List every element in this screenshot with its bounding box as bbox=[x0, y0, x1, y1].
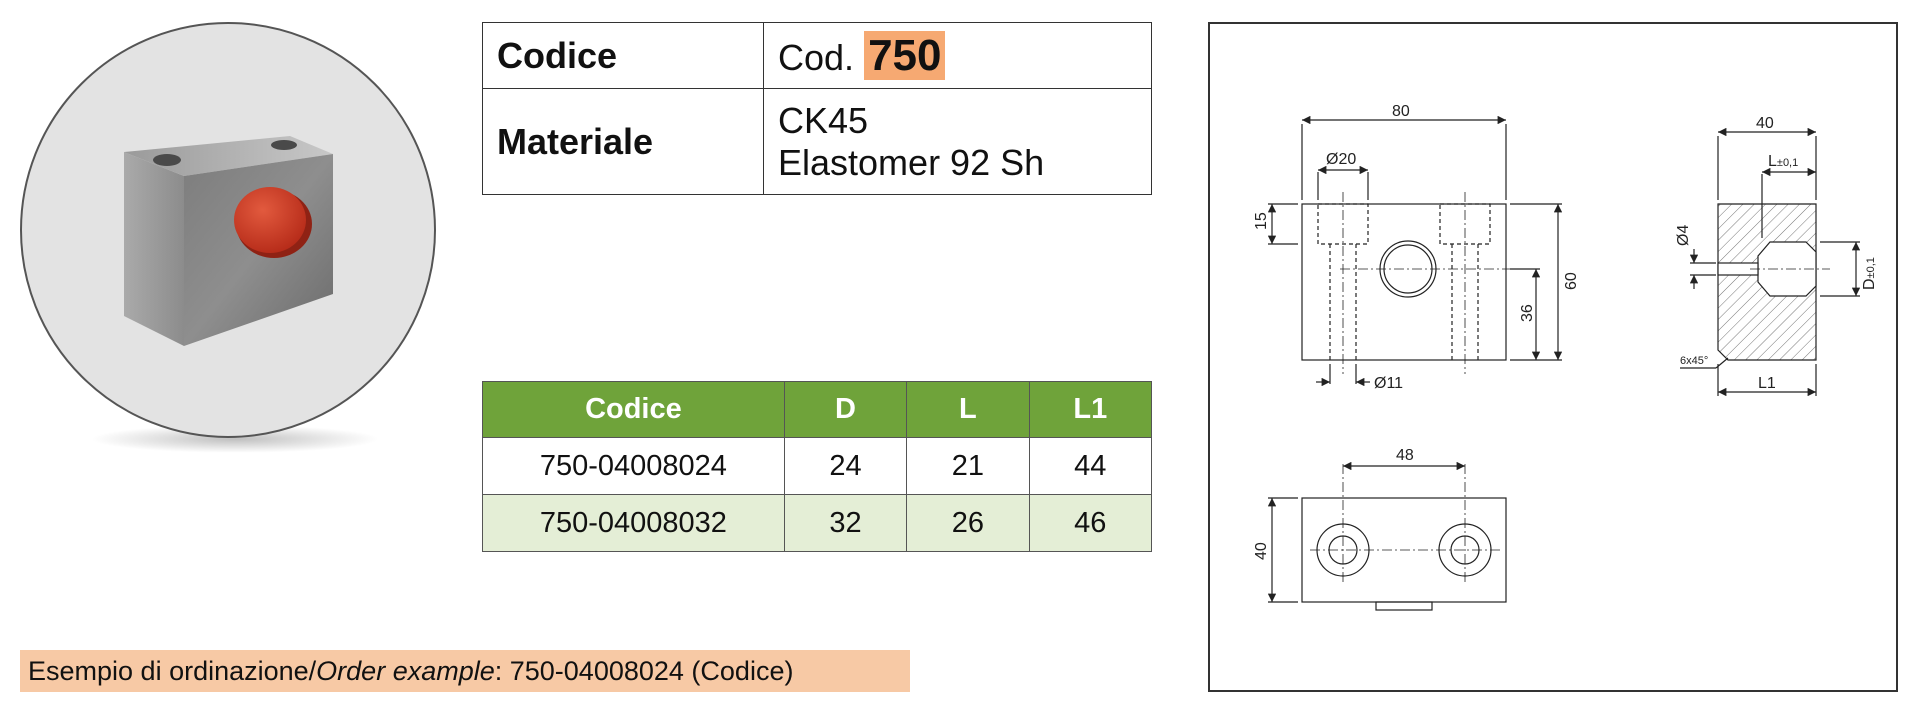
label-80: 80 bbox=[1392, 103, 1410, 120]
top-center-lines bbox=[1310, 464, 1500, 584]
material-value: CK45 Elastomer 92 Sh bbox=[763, 88, 1152, 195]
product-photo bbox=[20, 22, 436, 438]
cell-d: 24 bbox=[783, 437, 908, 495]
info-table: Codice Cod. 750 Materiale CK45 Elastomer… bbox=[482, 22, 1152, 195]
cell-l1: 44 bbox=[1028, 437, 1153, 495]
block-side-face bbox=[124, 152, 184, 346]
cell-d: 32 bbox=[783, 494, 908, 552]
label-o4: Ø4 bbox=[1675, 225, 1692, 246]
drawing-canvas: 80 Ø20 15 60 36 Ø11 40 L±0,1 Ø4 D±0,1 6x… bbox=[1253, 103, 1878, 611]
header-codice: Codice bbox=[482, 381, 785, 438]
cell-code: 750-04008032 bbox=[482, 494, 785, 552]
code-prefix: Cod. bbox=[778, 36, 855, 78]
label-40-side: 40 bbox=[1756, 115, 1774, 132]
cell-l1: 46 bbox=[1028, 494, 1153, 552]
table-header-row: Codice D L L1 bbox=[482, 381, 1153, 438]
label-chamfer: 6x45° bbox=[1680, 355, 1708, 367]
product-block-illustration bbox=[124, 136, 333, 346]
front-center-lines bbox=[1340, 192, 1520, 374]
label-40-top: 40 bbox=[1253, 542, 1270, 560]
label-48: 48 bbox=[1396, 447, 1414, 464]
top-hole-left bbox=[153, 154, 181, 166]
code-label: Codice bbox=[482, 22, 764, 89]
cell-code: 750-04008024 bbox=[482, 437, 785, 495]
top-hole-right bbox=[271, 140, 297, 150]
label-d: D±0,1 bbox=[1861, 257, 1878, 290]
header-l1: L1 bbox=[1028, 381, 1153, 438]
red-elastomer-cap bbox=[234, 187, 306, 253]
cell-l: 21 bbox=[906, 437, 1030, 495]
top-view-cap-tab bbox=[1375, 601, 1433, 611]
front-cap-hole-inner bbox=[1383, 244, 1433, 294]
label-60: 60 bbox=[1563, 272, 1580, 290]
material-label: Materiale bbox=[482, 88, 764, 195]
label-l1: L1 bbox=[1758, 375, 1776, 392]
label-l: L±0,1 bbox=[1768, 153, 1798, 170]
order-example: Esempio di ordinazione/Order example: 75… bbox=[20, 650, 910, 692]
order-prefix: Esempio di ordinazione/ bbox=[28, 656, 317, 686]
dimension-table: Codice D L L1 750-04008024 24 21 44 750-… bbox=[482, 381, 1153, 552]
label-15: 15 bbox=[1253, 212, 1270, 230]
label-o11: Ø11 bbox=[1374, 375, 1403, 392]
front-cap-hole-outer bbox=[1379, 240, 1437, 298]
header-l: L bbox=[906, 381, 1030, 438]
header-d: D bbox=[783, 381, 908, 438]
info-row-material: Materiale CK45 Elastomer 92 Sh bbox=[482, 88, 1152, 195]
material-line1: CK45 bbox=[778, 99, 869, 141]
cell-l: 26 bbox=[906, 494, 1030, 552]
code-value: Cod. 750 bbox=[763, 22, 1152, 89]
info-row-code: Codice Cod. 750 bbox=[482, 22, 1152, 89]
order-italic: Order example bbox=[316, 656, 495, 686]
material-line2: Elastomer 92 Sh bbox=[778, 141, 1045, 183]
order-suffix: : 750-04008024 (Codice) bbox=[494, 656, 794, 686]
label-36: 36 bbox=[1519, 304, 1536, 322]
front-hidden-lines bbox=[1317, 203, 1491, 360]
technical-drawing: 80 Ø20 15 60 36 Ø11 40 L±0,1 Ø4 D±0,1 6x… bbox=[1208, 22, 1898, 692]
table-row: 750-04008032 32 26 46 bbox=[482, 494, 1153, 552]
front-view-outline bbox=[1301, 203, 1507, 361]
code-number: 750 bbox=[864, 30, 946, 80]
label-o20: Ø20 bbox=[1326, 151, 1356, 168]
table-row: 750-04008024 24 21 44 bbox=[482, 437, 1153, 495]
